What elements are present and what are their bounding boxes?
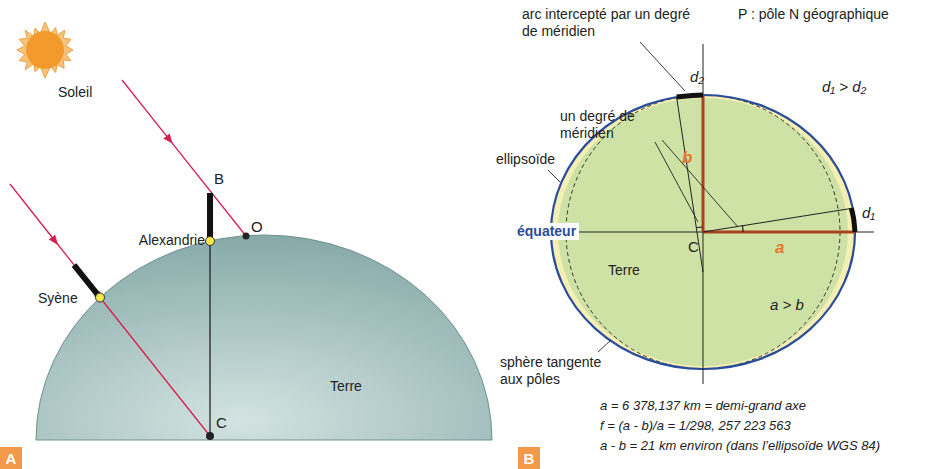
note: a - b = 21 km environ (dans l’ellipsoïde… (600, 438, 880, 454)
leader-line (598, 340, 611, 352)
relation-label: d₁ > d₂ (822, 78, 866, 96)
point-label: C (216, 414, 227, 432)
annotation: ellipsoïde (496, 151, 555, 168)
city-label: Alexandrie (133, 232, 205, 249)
semi-major-axis (703, 231, 855, 234)
gnomon (207, 193, 213, 241)
earth-label: Terre (608, 262, 640, 279)
sun (17, 22, 73, 78)
point-label: C (688, 238, 699, 256)
radius-line (209, 241, 210, 436)
point-label: B (214, 170, 224, 188)
degree-line (703, 208, 853, 232)
leader-line (548, 170, 560, 182)
city-dot (96, 293, 105, 302)
annotation: arc intercepté par un degré de méridien (522, 6, 702, 40)
axis-label: a (775, 238, 784, 258)
semi-minor-axis (702, 95, 705, 232)
annotation: P : pôle N géographique (738, 6, 889, 23)
arc-d2 (677, 95, 703, 97)
sun-ray (10, 184, 210, 436)
arc-d1 (851, 208, 855, 232)
sun-ray (122, 80, 246, 236)
panel-tag: A (0, 447, 22, 469)
earth-label: Terre (330, 378, 362, 395)
arc-label: d₂ (690, 68, 704, 86)
leader-line (655, 142, 698, 222)
city-label: Syène (38, 290, 78, 307)
earth (36, 235, 492, 440)
point-label: O (251, 218, 263, 236)
leader-line (640, 42, 685, 91)
panel-tag: B (518, 447, 540, 469)
gnomon (74, 265, 100, 298)
city-dot (206, 237, 215, 246)
center-dot (206, 432, 214, 440)
panel-letter: A (6, 450, 17, 467)
panel-letter: B (524, 450, 535, 467)
angle-mark (696, 226, 703, 228)
leader-line (662, 140, 738, 227)
note: a = 6 378,137 km = demi-grand axe (600, 398, 806, 414)
degree-line (677, 97, 703, 272)
relation-label: a > b (770, 296, 804, 314)
arc-label: d₁ (862, 204, 875, 222)
axis-label: b (682, 148, 692, 168)
annotation: un degré de méridien (560, 108, 670, 142)
angle-mark (742, 225, 744, 232)
equator-label: équateur (514, 223, 579, 240)
sun-label: Soleil (58, 84, 92, 101)
point-dot (243, 233, 250, 240)
note: f = (a - b)/a = 1/298, 257 223 563 (600, 418, 791, 434)
annotation: sphère tangente aux pôles (500, 354, 612, 388)
